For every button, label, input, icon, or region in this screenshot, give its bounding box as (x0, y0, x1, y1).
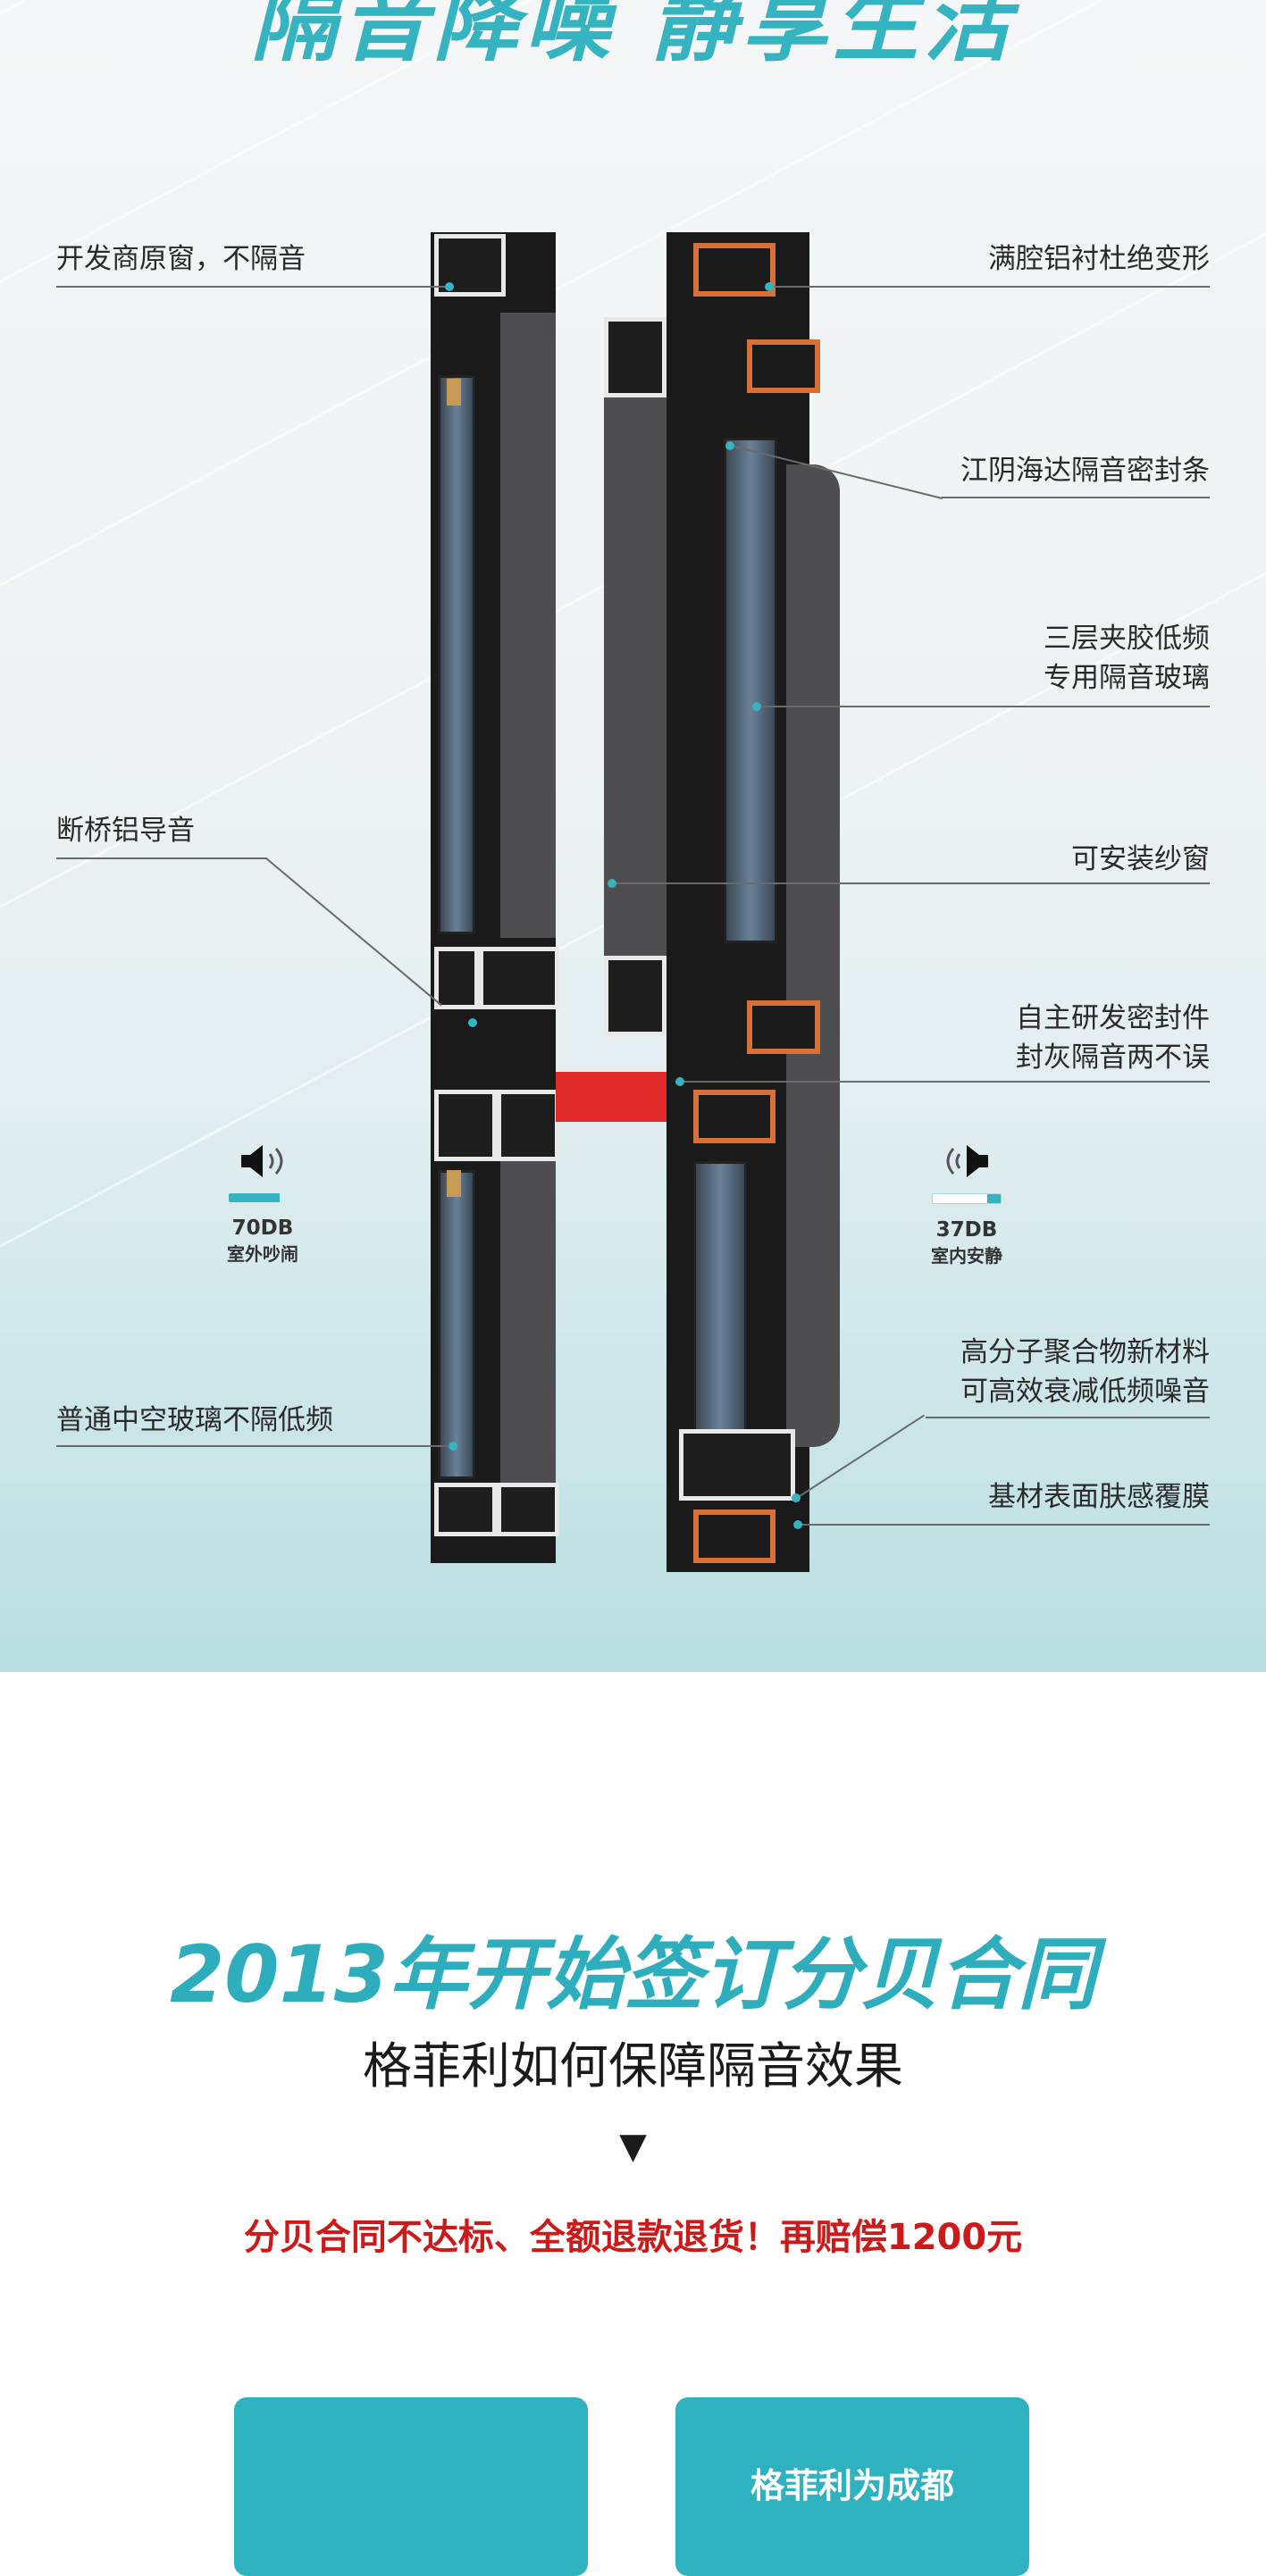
speaker-quiet-icon (946, 1145, 988, 1177)
callout-aluminum-lining: 满腔铝衬杜绝变形 (988, 243, 1210, 275)
copper-seal (693, 1510, 776, 1563)
page-heading: 隔音降噪 静享生活 (250, 0, 1016, 73)
leader-line (926, 1417, 1210, 1418)
noise-outside-bar (229, 1193, 297, 1202)
leader-line (56, 857, 267, 859)
leader-line (56, 286, 449, 288)
callout-dot (449, 1442, 457, 1451)
callout-screen: 可安装纱窗 (1071, 843, 1210, 875)
callout-hollow-glass: 普通中空玻璃不隔低频 (56, 1404, 333, 1436)
leader-line (679, 1081, 1210, 1083)
callout-original-window: 开发商原窗，不隔音 (56, 243, 306, 275)
guarantee-text: 分贝合同不达标、全额退款退货！再赔偿1200元 (243, 2217, 1023, 2258)
contract-title: 2013年开始签订分贝合同 (170, 1928, 1096, 2020)
leader-line (797, 1524, 1210, 1526)
copper-seal (747, 339, 820, 393)
noise-inside-value: 37DB (935, 1218, 998, 1242)
noise-inside-label: 室内安静 (931, 1245, 1002, 1267)
copper-seal (747, 1000, 820, 1054)
callout-dot (793, 1520, 802, 1529)
callout-polymer-line2: 可高效衰减低频噪音 (960, 1376, 1210, 1408)
copper-seal (693, 243, 776, 297)
callout-dot (675, 1077, 684, 1086)
contract-subtitle: 格菲利如何保障隔音效果 (362, 2037, 903, 2095)
leader-line (942, 497, 1210, 498)
noise-outside-indicator: 70DB 室外吵闹 (209, 1142, 316, 1266)
leader-line (56, 1445, 455, 1447)
callout-glass-line1: 三层夹胶低频 (1044, 623, 1210, 655)
down-arrow-icon: ▼ (619, 2126, 647, 2167)
callout-bridge-aluminum: 断桥铝导音 (56, 815, 195, 847)
callout-dot (445, 282, 454, 291)
soundproof-diagram: 隔音降噪 静享生活 开发商原窗，不隔音 断桥铝 (0, 0, 1266, 1672)
callout-seal-strip: 江阴海达隔音密封条 (960, 455, 1210, 487)
info-card-right-text: 格菲利为成都 (750, 2466, 954, 2505)
leader-line (768, 286, 1210, 288)
noise-outside-label: 室外吵闹 (227, 1243, 298, 1265)
noise-inside-indicator: 37DB 室内安静 (913, 1142, 1020, 1267)
callout-seal-part-line1: 自主研发密封件 (1016, 1002, 1210, 1034)
callout-dot (792, 1493, 801, 1502)
speaker-loud-icon (241, 1145, 283, 1177)
callout-glass-line2: 专用隔音玻璃 (1044, 662, 1210, 694)
noise-inside-bar (932, 1193, 1002, 1204)
leader-line (611, 882, 1210, 884)
callout-dot (765, 282, 774, 291)
leader-line (265, 857, 442, 1007)
info-card-left (234, 2397, 588, 2576)
thermal-bridge-bar (556, 1072, 668, 1122)
callout-film: 基材表面肤感覆膜 (988, 1481, 1210, 1513)
callout-polymer-line1: 高分子聚合物新材料 (960, 1336, 1210, 1368)
callout-dot (752, 702, 761, 711)
leader-line (756, 706, 1210, 707)
callout-dot (725, 441, 734, 450)
callout-dot (468, 1018, 477, 1027)
callout-dot (608, 879, 616, 888)
noise-outside-value: 70DB (231, 1217, 294, 1240)
callout-seal-part-line2: 封灰隔音两不误 (1016, 1041, 1210, 1074)
copper-seal (693, 1090, 776, 1143)
